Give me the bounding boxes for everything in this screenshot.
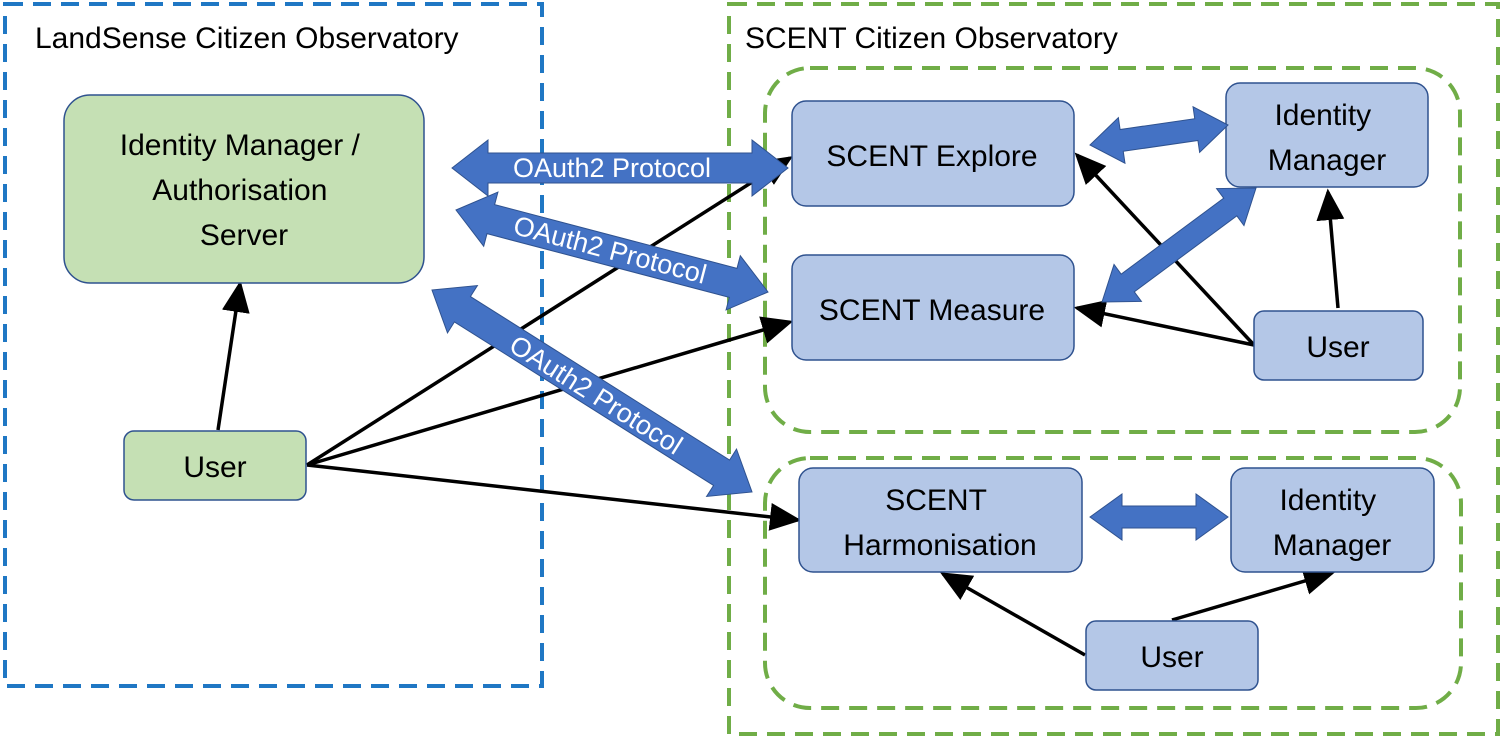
scent-explore-box [791,100,1075,207]
scent-idm-top-line-2: Manager [1268,144,1386,177]
explore-idm-arrow [1089,105,1229,165]
scent-identity-manager-bottom-box [1230,467,1435,573]
connector-user-to-idm [216,280,250,431]
scent-user-top-box [1253,310,1424,381]
scent-explore-label: SCENT Explore [826,140,1037,173]
scent-explore-measure-group [763,66,1462,434]
blue-double-arrows [431,105,1257,541]
landsense-identity-manager-box [63,94,425,284]
landsense-idm-line-1: Identity Manager / [120,129,361,162]
connector-user-to-measure [306,316,794,467]
scent-measure-box [791,254,1075,361]
svg-text:Identity Manager / Authori: Identity Manager / Authorisation Server [120,129,368,252]
scent-measure-label: SCENT Measure [819,294,1045,327]
oauth2-protocol-label-1: OAuth2 Protocol [513,153,711,183]
scent-identity-manager-top-box [1225,82,1429,188]
oauth2-arrow-measure [455,191,769,311]
oauth2-arrow-explore [451,138,789,198]
connector-user-to-harmonisation [306,463,802,531]
landsense-idm-line-2: Authorisation [152,174,327,207]
landsense-user-label: User [183,451,246,484]
landsense-idm-line-3: Server [200,219,288,252]
svg-text:SCENT Harmonisation: SCENT Harmonisation [843,484,1036,562]
scent-user-top-label: User [1306,331,1369,364]
connector-scent-user-to-measure [1073,300,1255,347]
scent-idm-bottom-line-1: Identity [1279,484,1376,517]
connector-bottom-user-to-idm [1171,567,1336,622]
oauth2-protocol-label-3: OAuth2 Protocol [504,329,688,460]
scent-harmonisation-line-1: SCENT [885,484,986,517]
oauth2-protocol-label-2: OAuth2 Protocol [510,210,709,289]
connector-scent-user-to-idm [1316,188,1345,309]
scent-user-bottom-label: User [1140,641,1203,674]
oauth2-arrow-harmonisation [431,284,753,498]
scent-title: SCENT Citizen Observatory [745,22,1118,55]
scent-harmonisation-group [763,456,1463,710]
scent-harmonisation-line-2: Harmonisation [843,529,1036,562]
scent-idm-top-line-1: Identity [1274,99,1371,132]
svg-text:Identity Manager: Identity Manager [1268,99,1386,177]
scent-container [727,2,1500,736]
harmonisation-idm-arrow [1089,493,1229,541]
scent-idm-bottom-line-2: Manager [1273,529,1391,562]
measure-idm-arrow [1101,187,1257,303]
landsense-title: LandSense Citizen Observatory [35,22,459,55]
landsense-user-box [123,430,307,501]
connector-user-to-explore [306,156,793,467]
svg-text:Identity Manager: Identity Manager [1273,484,1391,562]
scent-harmonisation-box [798,467,1083,573]
connector-bottom-user-to-harmonisation [939,572,1086,657]
scent-user-bottom-box [1085,620,1259,691]
